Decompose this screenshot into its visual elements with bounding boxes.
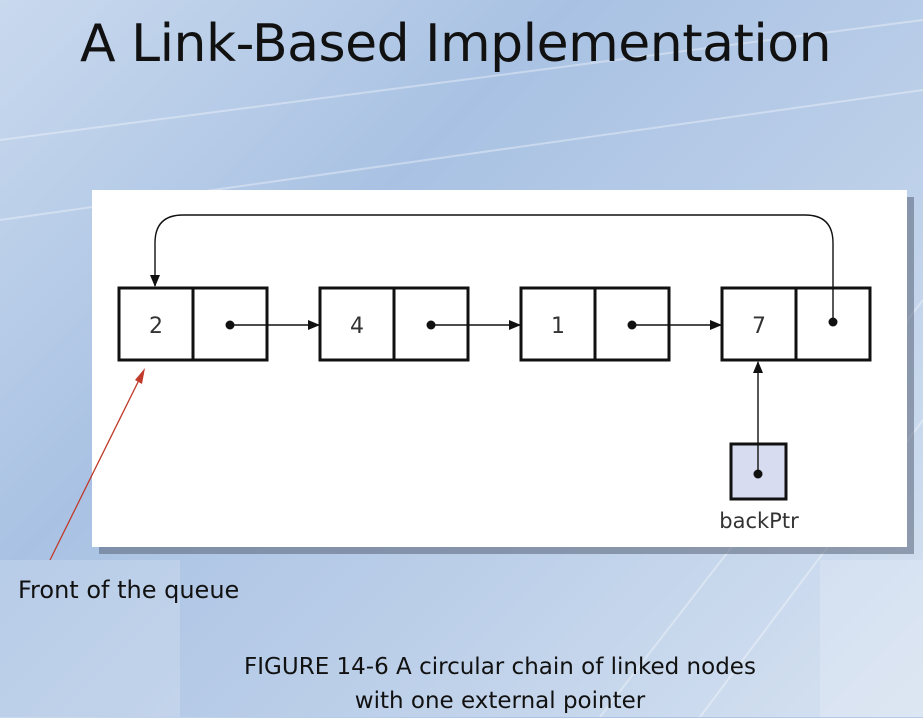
front-of-queue-label: Front of the queue: [18, 576, 240, 604]
backptr-pointer: backPtr: [719, 361, 799, 533]
node-3-value: 1: [551, 314, 565, 339]
slide-title: A Link-Based Implementation: [80, 14, 832, 74]
front-annotation-line: [49, 377, 141, 561]
front-annotation-arrowhead: [135, 368, 145, 384]
node-1: 2: [117, 286, 269, 362]
caption-line-2: with one external pointer: [354, 688, 646, 714]
node-3: 1: [519, 286, 671, 362]
figure-caption: FIGURE 14-6 A circular chain of linked n…: [200, 650, 800, 718]
node-2-value: 4: [350, 314, 364, 339]
caption-line-1: FIGURE 14-6 A circular chain of linked n…: [244, 654, 756, 680]
arrow-node-4-to-node-1: [150, 214, 834, 322]
node-4: 7: [720, 286, 872, 362]
node-4-value: 7: [752, 314, 766, 339]
backptr-label: backPtr: [719, 509, 799, 533]
node-1-value: 2: [149, 314, 163, 339]
node-2: 4: [318, 286, 470, 362]
